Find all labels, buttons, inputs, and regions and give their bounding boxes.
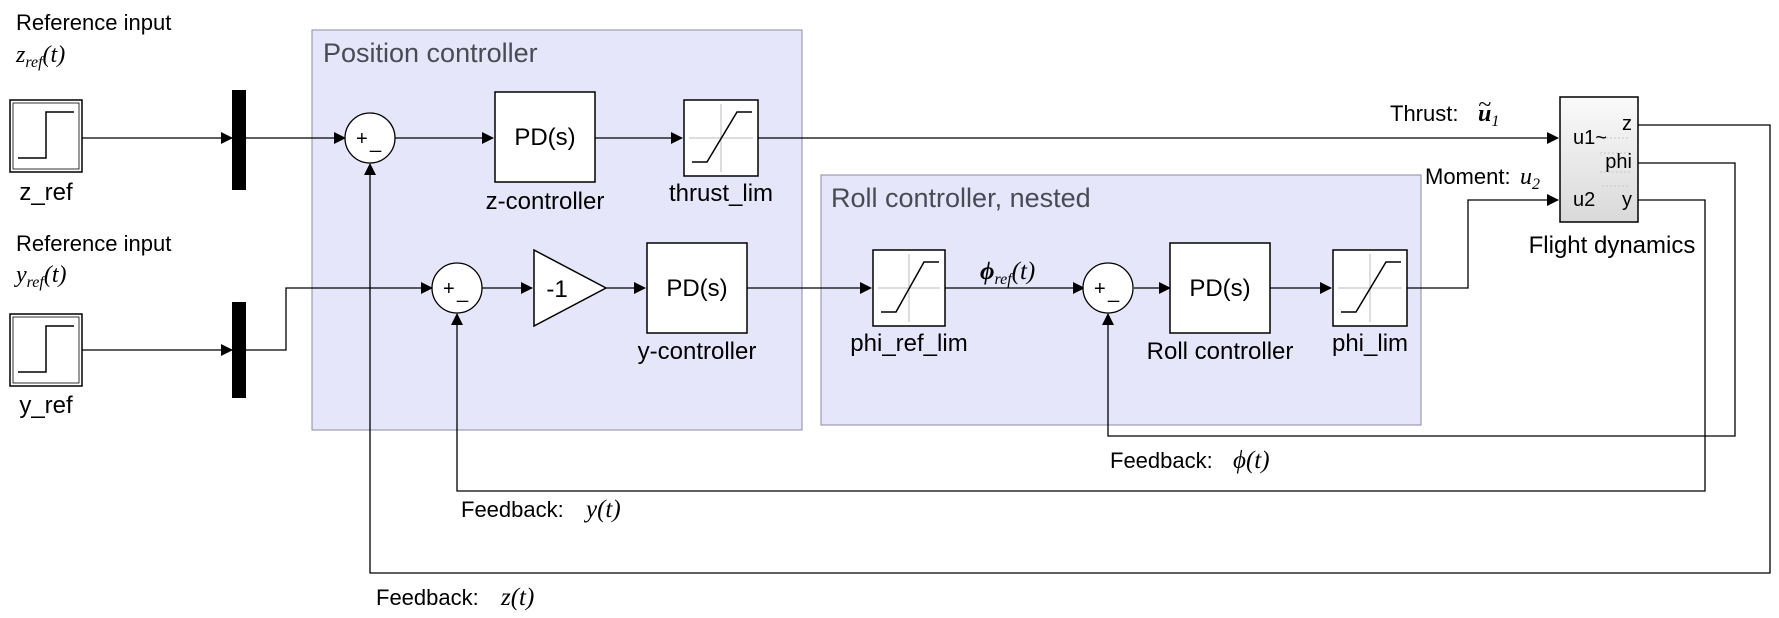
fd-port-y: y <box>1622 189 1632 211</box>
feedback-z-label: Feedback: z(t) <box>376 584 534 611</box>
flight-dynamics-label: Flight dynamics <box>1529 232 1696 259</box>
y-mux-bar[interactable] <box>232 302 246 398</box>
feedback-phi-symbol: ϕ(t) <box>1233 447 1270 474</box>
feedback-y-label: Feedback: y(t) <box>461 496 621 523</box>
phi-lim-label: phi_lim <box>1332 330 1408 357</box>
z-ref-label: z_ref <box>19 179 73 206</box>
thrust-symbol: u1 <box>1478 101 1499 130</box>
feedback-phi-text: Feedback: <box>1110 448 1213 473</box>
flight-dynamics-internals <box>1600 137 1632 187</box>
phi-ref-lim-block[interactable]: phi_ref_lim <box>850 249 968 357</box>
z-mux-bar[interactable] <box>232 90 246 190</box>
roll-controller-title: Roll controller, nested <box>831 183 1091 213</box>
moment-symbol: u2 <box>1520 164 1540 193</box>
roll-controller-tf: PD(s) <box>1189 275 1250 302</box>
phi-sum-block[interactable]: + _ <box>1082 262 1134 314</box>
gain-value: -1 <box>546 276 567 303</box>
phi-ref-lim-label: phi_ref_lim <box>850 330 967 357</box>
z-sum-plus: + <box>356 128 368 150</box>
feedback-y-symbol: y(t) <box>583 496 621 523</box>
z-controller-tf: PD(s) <box>514 124 575 151</box>
y-controller-block[interactable]: PD(s) y-controller <box>638 242 757 365</box>
feedback-z-text: Feedback: <box>376 585 479 610</box>
fd-port-phi: phi <box>1605 151 1632 173</box>
fd-port-u2: u2 <box>1573 189 1595 211</box>
z-ref-caption: Reference input zref(t) <box>15 10 171 71</box>
phi-sum-minus: _ <box>1107 281 1120 303</box>
feedback-z-symbol: z(t) <box>500 584 534 611</box>
y-ref-caption: Reference input yref(t) <box>14 231 171 291</box>
y-controller-tf: PD(s) <box>666 275 727 302</box>
fd-port-u1: u1~ <box>1573 127 1607 149</box>
phi-sum-plus: + <box>1094 278 1106 300</box>
fd-port-z: z <box>1622 113 1632 135</box>
y-ref-label: y_ref <box>19 392 73 419</box>
thrust-tilde: ~ <box>1478 92 1491 118</box>
roll-controller-block[interactable]: PD(s) Roll controller <box>1147 242 1294 365</box>
thrust-label-text: Thrust: <box>1390 101 1458 126</box>
y-sum-minus: _ <box>456 281 469 303</box>
position-controller-title: Position controller <box>323 38 538 68</box>
gain-block[interactable]: -1 <box>533 248 608 328</box>
z-ref-caption-text: Reference input <box>16 10 171 35</box>
y-sum-block[interactable]: + _ <box>431 262 483 314</box>
feedback-y-text: Feedback: <box>461 497 564 522</box>
y-sum-plus: + <box>443 278 455 300</box>
y-ref-step-block[interactable]: y_ref <box>9 313 83 419</box>
moment-label-text: Moment: <box>1425 164 1511 189</box>
flight-dynamics-block[interactable]: u1~ u2 z phi y Flight dynamics <box>1529 96 1696 259</box>
feedback-phi-label: Feedback: ϕ(t) <box>1110 447 1270 474</box>
z-controller-label: z-controller <box>486 188 605 215</box>
y-ref-caption-text: Reference input <box>16 231 171 256</box>
position-controller-area[interactable]: Position controller <box>311 29 803 431</box>
z-controller-block[interactable]: PD(s) z-controller <box>486 91 605 215</box>
thrust-lim-label: thrust_lim <box>669 180 773 207</box>
thrust-lim-block[interactable]: thrust_lim <box>669 99 773 207</box>
roll-controller-label: Roll controller <box>1147 338 1294 365</box>
thrust-label: Thrust: ~ u1 <box>1390 92 1499 130</box>
z-sum-block[interactable]: + _ <box>344 112 396 164</box>
z-sum-minus: _ <box>369 131 382 153</box>
y-ref-signal: yref(t) <box>14 262 67 291</box>
phi-ref-signal: ϕref(t) <box>980 258 1035 288</box>
wires <box>82 124 1771 574</box>
y-controller-label: y-controller <box>638 338 757 365</box>
z-ref-step-block[interactable]: z_ref <box>9 99 83 206</box>
phi-lim-block[interactable]: phi_lim <box>1332 249 1408 357</box>
z-ref-signal: zref(t) <box>15 42 65 71</box>
moment-label: Moment: u2 <box>1425 164 1540 193</box>
